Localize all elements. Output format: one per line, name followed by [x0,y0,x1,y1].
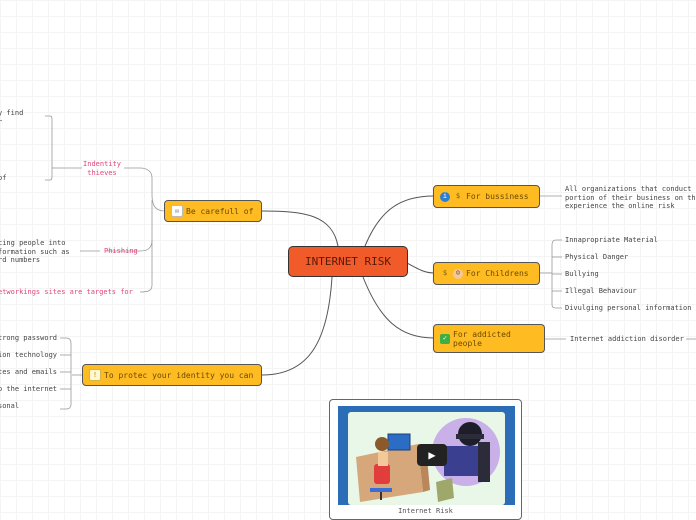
protect-item-3[interactable]: tes and emails [0,368,58,376]
video-thumbnail[interactable]: ▶ [338,406,515,505]
children-item-1[interactable]: Innapropriate Material [565,236,658,244]
subbranch-identity-thieves[interactable]: Indentity thieves [83,160,121,177]
protect-item-1[interactable]: trong password [0,334,58,342]
children-item-5[interactable]: Divulging personal information [565,304,692,312]
children-item-3[interactable]: Bullying [565,270,599,278]
branch-protect-identity[interactable]: ! To protec your identity you can [82,364,262,386]
protect-item-4[interactable]: o the internet [0,385,58,393]
branch-label: For Childrens [466,269,529,278]
branch-label: To protec your identity you can [104,370,254,380]
branch-label: For addicted people [453,329,511,348]
protect-item-5[interactable]: sonal [0,402,20,410]
info-icon: i [440,191,450,202]
root-node-label: INTERNET RISK [304,255,392,268]
identity-leaf-b[interactable]: of [0,174,7,182]
video-card[interactable]: ▶ Internet Risk [329,399,522,520]
branch-label: For bussiness [466,192,529,201]
root-node-internet-risk[interactable]: INTERNET RISK [288,246,408,277]
children-item-2[interactable]: Physical Danger [565,253,629,261]
branch-be-careful-of[interactable]: ✉ Be carefull of [164,200,262,222]
phishing-leaf[interactable]: cing people into formation such as rd nu… [0,239,70,264]
hacker-illustration [356,418,500,502]
business-leaf[interactable]: All organizations that conduct portion o… [565,185,696,210]
money-bag-icon: $ [442,269,448,277]
money-bag-icon: $ [455,192,461,200]
play-icon[interactable]: ▶ [417,444,447,466]
subbranch-phishing[interactable]: Phishing [104,247,138,255]
addicted-leaf[interactable]: Internet addiction disorder [570,335,684,343]
branch-for-childrens[interactable]: $ ☺ For Childrens [433,262,540,285]
identity-leaf-a[interactable]: y find r [0,109,24,126]
branch-label: Be carefull of [186,206,254,216]
child-face-icon: ☺ [453,268,463,279]
subbranch-social-networking[interactable]: etworkings sites are targets for [0,288,133,296]
branch-for-business[interactable]: i $ For bussiness [433,185,540,208]
envelope-icon: ✉ [171,205,183,217]
children-item-4[interactable]: Illegal Behaviour [565,287,637,295]
warning-icon: ! [89,369,101,381]
check-icon: ✓ [440,333,450,344]
protect-item-2[interactable]: ion technology [0,351,58,359]
video-caption: Internet Risk [398,507,453,515]
branch-for-addicted[interactable]: ✓ For addicted people [433,324,545,353]
